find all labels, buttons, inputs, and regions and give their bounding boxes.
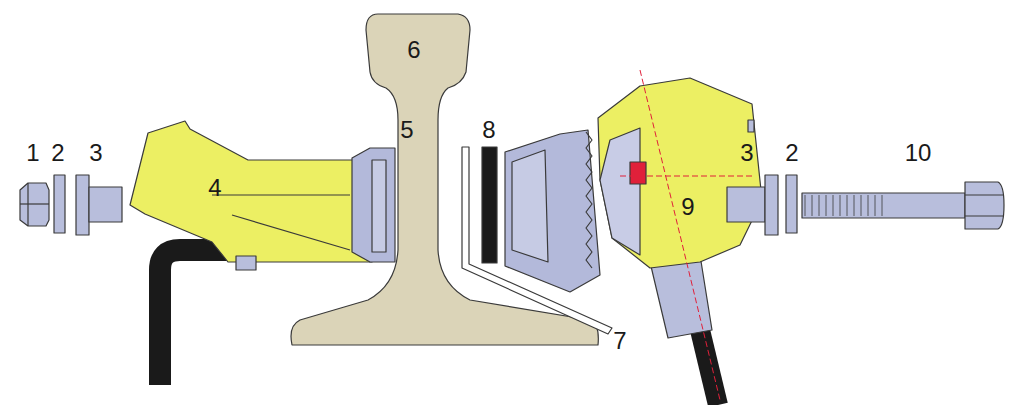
illustration-part: [965, 182, 1004, 229]
illustration-part: [586, 132, 592, 268]
washer: [786, 175, 797, 233]
illustration-part: [20, 183, 49, 226]
insulating-pad: [482, 147, 497, 263]
clamp-jaw: [505, 130, 600, 292]
clamp-jaw: [352, 148, 395, 262]
illustration-part: [20, 14, 1004, 405]
illustration-part: [965, 215, 1004, 216]
illustration-part: [27, 183, 28, 226]
illustration-part: [727, 187, 765, 222]
callout-number: 4: [208, 176, 221, 200]
illustration-part: [232, 215, 350, 250]
illustration-part: [512, 150, 548, 262]
flange-sleeve: [76, 175, 122, 235]
illustration-part: [236, 256, 256, 270]
washer: [54, 175, 65, 233]
illustration-part: [352, 148, 395, 262]
clamp-body: [130, 121, 372, 270]
callout-number: 10: [905, 141, 932, 165]
callout-number: 5: [400, 118, 413, 142]
illustration-part: [598, 78, 762, 268]
illustration-part: [965, 194, 1004, 195]
illustration-part: [805, 195, 882, 216]
callout-number: 3: [89, 141, 102, 165]
callout-number: 8: [482, 118, 495, 142]
flange-sleeve: [727, 175, 778, 235]
clamp-body: [598, 78, 762, 268]
illustration-part: [620, 176, 755, 177]
illustration-part: [802, 193, 965, 218]
cable: [700, 330, 718, 405]
illustration-part: [76, 175, 89, 235]
callout-number: 1: [26, 141, 39, 165]
axis-line: [620, 70, 755, 400]
illustration-part: [20, 203, 49, 204]
illustration-part: [505, 130, 600, 292]
callout-number: 6: [407, 38, 420, 62]
callout-number: 2: [785, 141, 798, 165]
bolt: [802, 182, 1004, 229]
callout-number: 2: [51, 141, 64, 165]
callout-number: 3: [740, 141, 753, 165]
callout-number: 7: [613, 329, 626, 353]
illustration-part: [630, 162, 646, 184]
illustration-part: [130, 121, 372, 262]
illustration-part: [89, 187, 122, 222]
illustration-part: [640, 70, 720, 400]
illustration-part: [748, 120, 754, 132]
cable: [160, 250, 240, 385]
callout-number: 9: [681, 195, 694, 219]
illustration-part: [372, 160, 386, 252]
illustration-part: [212, 194, 350, 195]
illustration-part: [765, 175, 778, 235]
illustration-part: [600, 128, 640, 255]
nut: [20, 183, 49, 226]
